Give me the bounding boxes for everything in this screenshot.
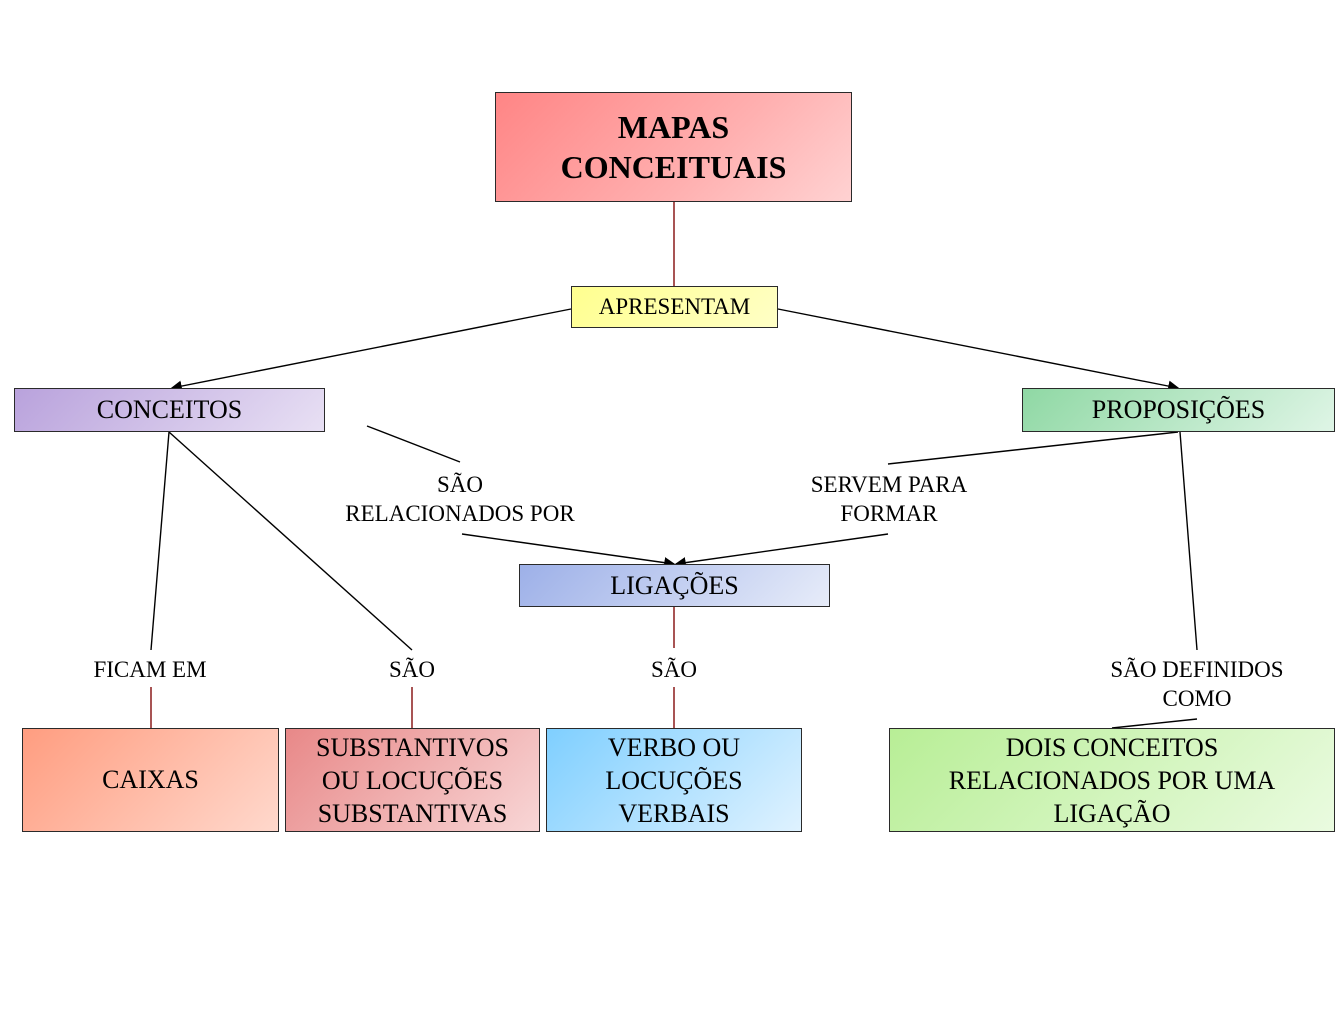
sao-substantivos-text: SÃO — [388, 657, 435, 682]
dois-conceitos-line-3: LIGAÇÃO — [1053, 798, 1171, 828]
apresentam-text: APRESENTAM — [598, 294, 751, 319]
concept-box-proposicoes: PROPOSIÇÕES — [1022, 388, 1335, 432]
connector-conceitos-label-ficam — [150, 431, 170, 651]
concept-box-mapas-conceituais: MAPAS CONCEITUAIS — [495, 92, 852, 202]
connector-apresentam-conceitos — [170, 308, 572, 392]
ligacoes-text: LIGAÇÕES — [610, 570, 739, 600]
concept-box-ligacoes: LIGAÇÕES — [519, 564, 830, 607]
substantivos-line-2: OU LOCUÇÕES — [321, 765, 504, 795]
connector-label-servem-ligacoes — [674, 533, 889, 569]
sao-definidos-line-1: SÃO DEFINIDOS — [1110, 657, 1284, 682]
connector-proposicoes-label-definidos — [1179, 431, 1198, 651]
verbo-line-3: VERBAIS — [618, 798, 730, 828]
sao-verbo-text: SÃO — [650, 657, 697, 682]
link-label-ficam-em: FICAM EM — [80, 655, 220, 684]
verbo-line-1: VERBO OU — [607, 732, 741, 762]
title-line-1: MAPAS — [617, 109, 730, 145]
sao-definidos-line-2: COMO — [1162, 686, 1232, 711]
substantivos-line-3: SUBSTANTIVAS — [317, 798, 508, 828]
connector-conceitos-label-sao — [366, 425, 461, 463]
conceitos-text: CONCEITOS — [96, 395, 243, 424]
link-box-apresentam: APRESENTAM — [571, 286, 778, 328]
link-label-sao-verbo: SÃO — [638, 655, 710, 684]
caixas-text: CAIXAS — [102, 765, 199, 794]
sao-relacionados-line-2: RELACIONADOS POR — [345, 501, 575, 526]
concept-box-caixas: CAIXAS — [22, 728, 279, 832]
link-label-sao-definidos-como: SÃO DEFINIDOS COMO — [1092, 655, 1302, 713]
proposicoes-text: PROPOSIÇÕES — [1091, 395, 1266, 424]
ficam-em-text: FICAM EM — [93, 657, 207, 682]
title-line-2: CONCEITUAIS — [560, 149, 787, 185]
connector-apresentam-proposicoes — [777, 308, 1180, 392]
connector-conceitos-label-sao-subst — [168, 431, 413, 651]
sao-relacionados-line-1: SÃO — [436, 472, 483, 497]
concept-box-dois-conceitos: DOIS CONCEITOS RELACIONADOS POR UMA LIGA… — [889, 728, 1335, 832]
link-label-sao-substantivos: SÃO — [376, 655, 448, 684]
verbo-line-2: LOCUÇÕES — [605, 765, 743, 795]
dois-conceitos-line-1: DOIS CONCEITOS — [1005, 732, 1219, 762]
connector-label-sao-ligacoes — [461, 533, 676, 569]
concept-box-verbo: VERBO OU LOCUÇÕES VERBAIS — [546, 728, 802, 832]
link-label-servem-para-formar: SERVEM PARA FORMAR — [790, 470, 988, 528]
connector-proposicoes-label-servem — [887, 431, 1179, 465]
substantivos-line-1: SUBSTANTIVOS — [316, 732, 509, 762]
servem-line-1: SERVEM PARA — [810, 472, 968, 497]
dois-conceitos-line-2: RELACIONADOS POR UMA — [948, 765, 1276, 795]
concept-box-conceitos: CONCEITOS — [14, 388, 325, 432]
link-label-sao-relacionados-por: SÃO RELACIONADOS POR — [330, 470, 590, 528]
concept-box-substantivos: SUBSTANTIVOS OU LOCUÇÕES SUBSTANTIVAS — [285, 728, 540, 832]
connector-definidos-dois — [1111, 718, 1198, 729]
servem-line-2: FORMAR — [840, 501, 938, 526]
